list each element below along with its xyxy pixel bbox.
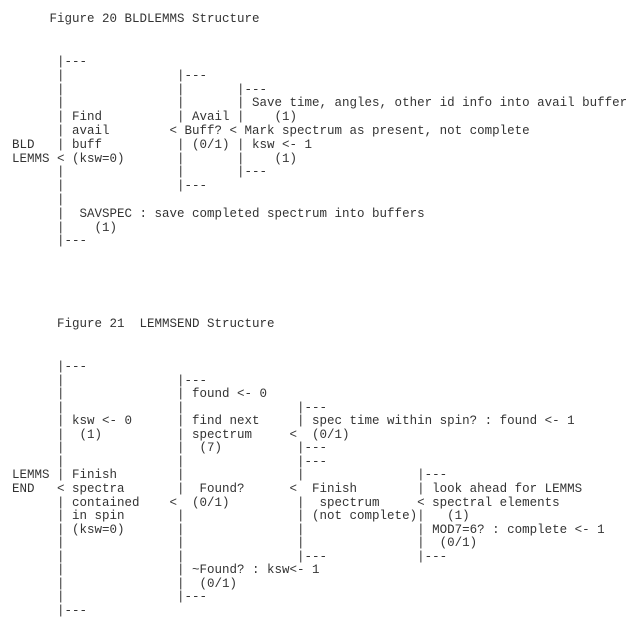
diagram-line: | | |--- |--- [12,549,448,564]
diagram-line: | Find | Avail | (1) [12,110,298,125]
diagram-line: | | ~Found? : ksw<- 1 [12,563,320,578]
diagram-line: BLD | buff | (0/1) | ksw <- 1 [12,137,313,152]
diagram-line: | |--- [12,68,208,83]
diagram-line: | |--- [12,590,208,605]
diagram-line: | | (0/1) [12,576,238,591]
diagram-line: | [12,193,65,207]
diagram-line: | | (7) |--- [12,441,328,456]
diagram-line: | | |--- [12,454,328,469]
diagram-line: | ksw <- 0 | find next | spec time withi… [12,414,575,429]
diagram-line: | | |--- [12,165,268,180]
diagram-line: LEMMS | Finish | | |--- [12,468,448,483]
diagram-line: | (1) | spectrum < (0/1) [12,427,350,442]
diagram-line: | | |--- [12,400,328,415]
diagram-line: |--- [12,603,88,618]
diagram-line: END < spectra | Found? < Finish | look a… [12,481,583,496]
diagram-line: |--- [12,55,88,69]
diagram-line: |--- [12,234,88,249]
diagram-line: | contained < (0/1) | spectrum < spectra… [12,495,560,510]
figure-20-title: Figure 20 BLDLEMMS Structure [12,12,260,26]
diagram-line: | | | | (0/1) [12,536,478,551]
diagram-line: | | | Save time, angles, other id info i… [12,96,628,111]
diagram-line: | |--- [12,179,208,194]
diagram-line: | (1) [12,220,118,235]
diagram-line: LEMMS < (ksw=0) | | (1) [12,151,298,166]
diagram-line: | in spin | | (not complete)| (1) [12,509,470,524]
diagram-line: | SAVSPEC : save completed spectrum into… [12,206,425,221]
figure-21-title: Figure 21 LEMMSEND Structure [12,317,275,331]
diagram-line: | (ksw=0) | | | MOD7=6? : complete <- 1 [12,522,605,537]
diagram-line: |--- [12,360,88,374]
diagram-line: | |--- [12,373,208,388]
diagram-line: | avail < Buff? < Mark spectrum as prese… [12,124,530,138]
diagram-line: | | |--- [12,82,268,97]
diagram-line: | | found <- 0 [12,387,268,402]
